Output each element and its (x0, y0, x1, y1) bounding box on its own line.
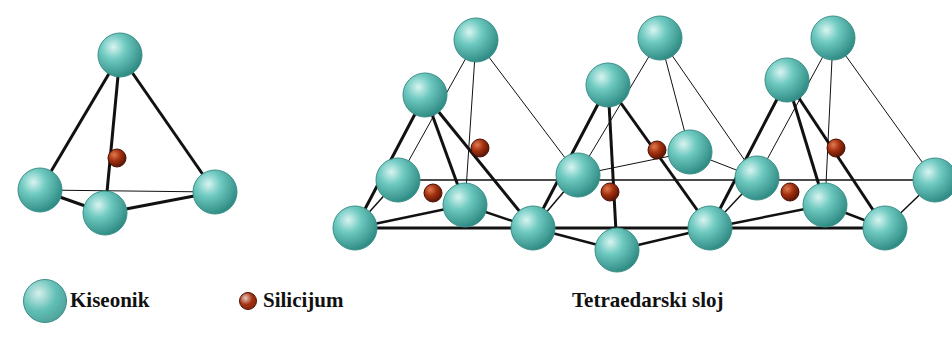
legend-text: Silicijum (263, 289, 344, 312)
tetrahedron-edges (40, 55, 215, 213)
oxygen-atoms (18, 33, 237, 235)
caption-label: Tetraedarski sloj (572, 289, 723, 312)
sheet-atoms (333, 16, 952, 272)
legend-text: Kiseonik (70, 289, 149, 312)
sheet-edges (355, 38, 935, 250)
legend-swatch (23, 279, 67, 323)
legend-swatch (239, 292, 257, 310)
